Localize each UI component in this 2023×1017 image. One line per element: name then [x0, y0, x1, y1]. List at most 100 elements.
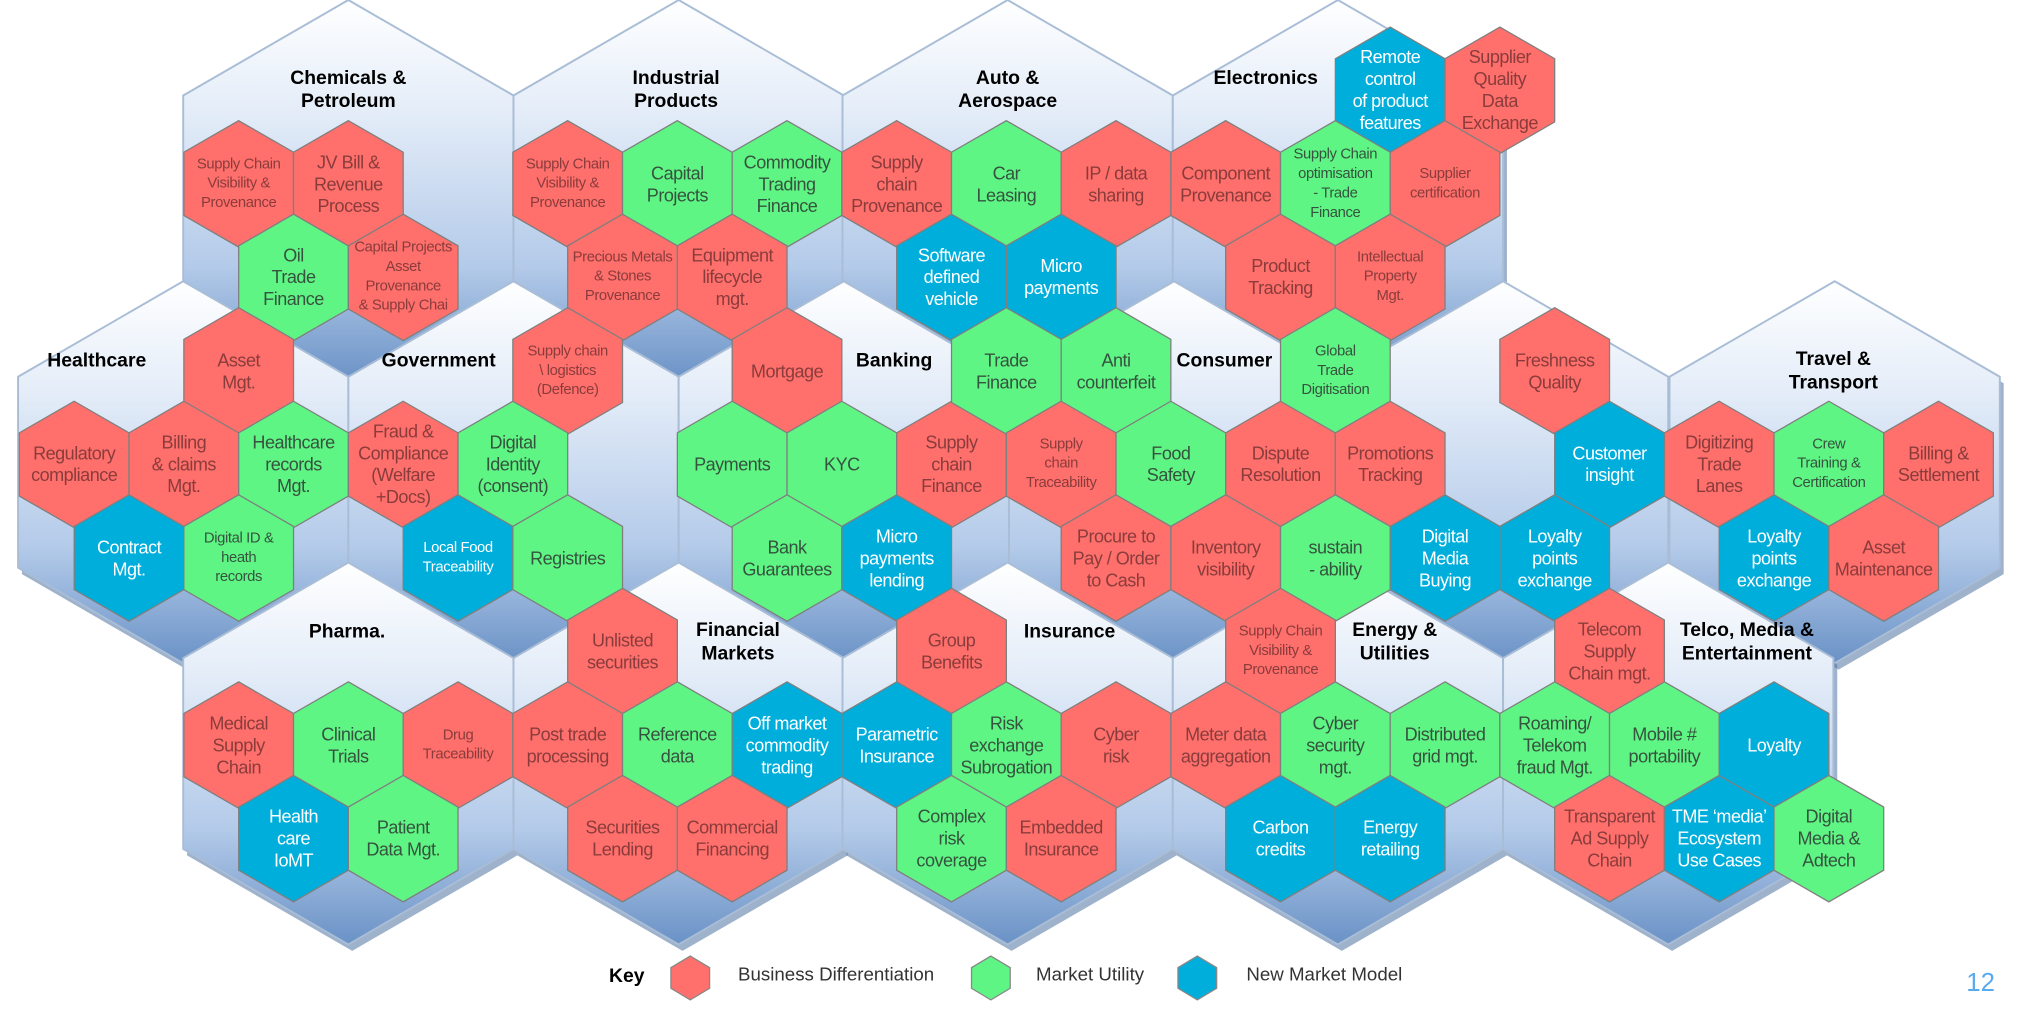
use-case-label[interactable]: sustain - ability: [1308, 536, 1363, 579]
use-case-label[interactable]: Loyalty points exchange: [1736, 525, 1812, 590]
use-case-label[interactable]: Reference data: [638, 723, 717, 766]
use-case-label[interactable]: Digital Media & Adtech: [1797, 805, 1861, 871]
use-case-label[interactable]: Securities Lending: [585, 816, 660, 860]
use-case-label[interactable]: Micro payments: [1024, 255, 1099, 299]
use-case-label[interactable]: Clinical Trials: [321, 723, 376, 766]
use-case-label[interactable]: Digital Identity (consent): [477, 431, 549, 497]
industry-label-consumer: Consumer: [1176, 349, 1273, 372]
use-case-label[interactable]: Supply chain Finance: [921, 431, 982, 497]
use-case-label[interactable]: Software defined vehicle: [917, 244, 986, 310]
industry-label-auto-aerospace: Auto & Aerospace: [958, 67, 1058, 113]
use-case-label[interactable]: Supply Chain Visibility & Provenance: [1238, 623, 1323, 679]
use-case-hexagon-embedded-insurance[interactable]: [1005, 774, 1117, 903]
use-case-label[interactable]: Roaming/ Telekom fraud Mgt.: [1516, 712, 1594, 777]
use-case-label[interactable]: Asset Maintenance: [1834, 536, 1933, 579]
use-case-label[interactable]: Inventory visibility: [1190, 536, 1261, 579]
use-case-label[interactable]: Car Leasing: [976, 161, 1037, 205]
use-case-label[interactable]: Trade Finance: [976, 348, 1037, 392]
use-case-label[interactable]: Group Benefits: [920, 629, 983, 673]
use-case-label[interactable]: Oil Trade Finance: [263, 244, 324, 310]
use-case-label[interactable]: Supply chain Provenance: [851, 150, 943, 216]
use-case-label[interactable]: Loyalty points exchange: [1517, 525, 1593, 590]
use-case-label[interactable]: Distributed grid mgt.: [1404, 723, 1486, 766]
use-case-hexagon-energy-retailing[interactable]: [1334, 774, 1446, 903]
use-case-label[interactable]: Contract Mgt.: [96, 536, 162, 579]
use-case-label[interactable]: Unlisted securities: [586, 629, 659, 673]
use-case-label[interactable]: Off market commodity trading: [745, 712, 829, 777]
use-case-label[interactable]: IP / data sharing: [1084, 161, 1148, 205]
use-case-label[interactable]: Capital Projects Asset Provenance & Supp…: [354, 239, 453, 314]
use-case-label[interactable]: Component Provenance: [1180, 161, 1272, 205]
use-case-label[interactable]: Fraud & Compliance (Welfare +Docs): [358, 420, 449, 508]
use-case-label[interactable]: Micro payments lending: [859, 525, 935, 590]
use-case-label[interactable]: Regulatory compliance: [31, 442, 118, 486]
use-case-label[interactable]: Global Trade Digitisation: [1301, 343, 1370, 398]
use-case-label[interactable]: Customer insight: [1572, 442, 1647, 486]
use-case-label[interactable]: Dispute Resolution: [1240, 442, 1321, 486]
use-case-label[interactable]: Patient Data Mgt.: [366, 816, 441, 860]
use-case-label[interactable]: Health care IoMT: [268, 805, 319, 871]
use-case-label[interactable]: Mobile # portability: [1628, 723, 1701, 766]
use-case-label[interactable]: Billing & Settlement: [1897, 442, 1980, 486]
use-case-label[interactable]: Energy retailing: [1360, 816, 1420, 860]
industry-label-chemicals-petroleum: Chemicals & Petroleum: [290, 67, 407, 113]
use-case-label[interactable]: Medical Supply Chain: [209, 712, 268, 777]
use-case-label[interactable]: Transparent Ad Supply Chain: [1563, 805, 1656, 871]
use-case-label[interactable]: Supply chain Traceability: [1025, 436, 1097, 491]
use-case-hexagon-asset-maintenance[interactable]: [1828, 494, 1940, 622]
use-case-label[interactable]: Promotions Tracking: [1347, 442, 1434, 486]
use-case-label[interactable]: Equipment lifecycle mgt.: [691, 244, 774, 310]
use-case-label[interactable]: Billing & claims Mgt.: [151, 431, 217, 497]
use-case-label[interactable]: Procure to Pay / Order to Cash: [1072, 525, 1160, 590]
use-case-label[interactable]: Product Tracking: [1248, 255, 1313, 299]
use-case-label[interactable]: Post trade processing: [526, 723, 610, 766]
use-case-label[interactable]: Crew Training & Certification: [1792, 436, 1866, 491]
use-case-label[interactable]: Freshness Quality: [1514, 348, 1595, 392]
use-case-label[interactable]: Parametric Insurance: [855, 723, 939, 766]
use-case-label[interactable]: Cyber security mgt.: [1306, 712, 1365, 777]
use-case-label[interactable]: Meter data aggregation: [1180, 723, 1271, 766]
use-case-hexagon-digital-media-adtech[interactable]: [1773, 774, 1885, 903]
use-case-hexagon-commercial-financing[interactable]: [676, 774, 788, 903]
use-case-label[interactable]: Precious Metals & Stones Provenance: [572, 249, 673, 304]
use-case-label[interactable]: Bank Guarantees: [742, 536, 832, 579]
use-case-hexagon-patient-data-mgt[interactable]: [347, 774, 459, 903]
use-case-label[interactable]: Remote control of product features: [1352, 46, 1429, 133]
use-case-label[interactable]: Payments: [694, 453, 771, 475]
use-case-label[interactable]: Registries: [530, 547, 606, 568]
use-case-label[interactable]: Commodity Trading Finance: [743, 150, 831, 216]
use-case-label[interactable]: Capital Projects: [646, 161, 709, 205]
use-case-label[interactable]: Carbon credits: [1252, 816, 1309, 860]
use-case-label[interactable]: Anti counterfeit: [1076, 348, 1156, 392]
use-case-label[interactable]: TME ‘media’ Ecosystem Use Cases: [1671, 805, 1767, 871]
use-case-label[interactable]: Supply Chain Visibility & Provenance: [525, 156, 610, 211]
use-case-label[interactable]: Supplier certification: [1410, 165, 1481, 201]
use-case-label[interactable]: Digital Media Buying: [1418, 525, 1472, 590]
use-case-label[interactable]: Risk exchange Subrogation: [960, 712, 1053, 777]
use-case-label[interactable]: Embedded Insurance: [1019, 816, 1104, 860]
use-case-label[interactable]: Digitizing Trade Lanes: [1685, 431, 1754, 497]
use-case-hexagon-capital-projects-asset-provenance-supply-chai[interactable]: [347, 213, 459, 342]
use-case-label[interactable]: Supplier Quality Data Exchange: [1461, 46, 1539, 133]
use-case-label[interactable]: Commercial Financing: [686, 816, 779, 860]
use-case-label[interactable]: Intellectual Property Mgt.: [1357, 249, 1424, 304]
use-case-label[interactable]: Mortgage: [750, 359, 824, 381]
use-case-label[interactable]: Telecom Supply Chain mgt.: [1568, 618, 1651, 684]
use-case-label[interactable]: Food Safety: [1146, 442, 1196, 486]
use-case-hexagon-digital-id-heath-records[interactable]: [183, 494, 295, 622]
use-case-label[interactable]: Loyalty: [1747, 734, 1801, 755]
use-case-label[interactable]: Asset Mgt.: [217, 348, 260, 392]
use-case-label[interactable]: Healthcare records Mgt.: [252, 431, 335, 497]
use-case-label[interactable]: Local Food Traceability: [422, 539, 494, 575]
use-case-label[interactable]: Complex risk coverage: [916, 805, 987, 871]
use-case-label[interactable]: Drug Traceability: [422, 727, 494, 762]
use-case-label[interactable]: Supply Chain optimisation - Trade Financ…: [1293, 146, 1378, 220]
use-case-label[interactable]: KYC: [824, 453, 860, 475]
industry-label-banking: Banking: [855, 349, 933, 372]
use-case-label[interactable]: JV Bill & Revenue Process: [314, 150, 383, 216]
use-case-label[interactable]: Digital ID & heath records: [203, 530, 274, 585]
use-case-label[interactable]: Supply Chain Visibility & Provenance: [196, 156, 281, 211]
use-case-label[interactable]: Supply chain \ logistics (Defence): [527, 343, 609, 398]
use-case-label[interactable]: Cyber risk: [1093, 723, 1139, 766]
